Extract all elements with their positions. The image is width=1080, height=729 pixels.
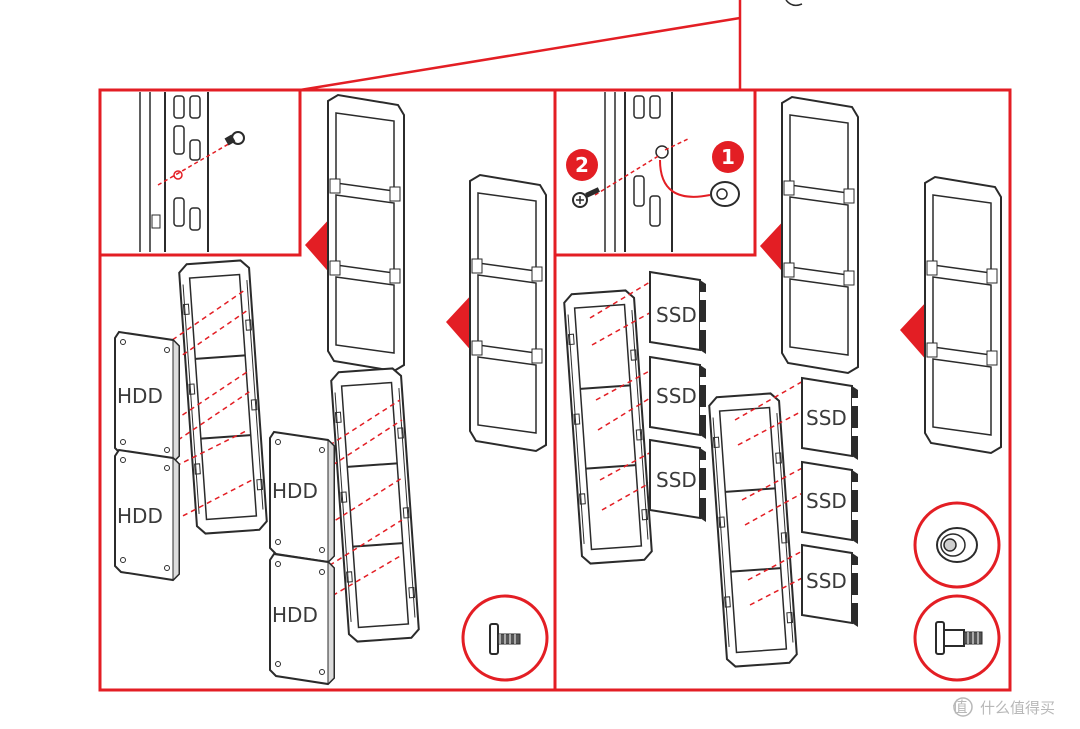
right-panel-ssd-installation: 1 2 bbox=[553, 88, 1012, 692]
ssd-drive-3: SSD bbox=[649, 439, 707, 523]
alignment-guides-right bbox=[589, 281, 809, 606]
drive-frame-lower bbox=[469, 174, 547, 452]
pc-case-rear-detail-icon bbox=[139, 92, 209, 252]
callout-connector-lines bbox=[299, 0, 803, 92]
left-panel-hdd-installation: HDD HDD HDD HDD bbox=[98, 88, 557, 692]
ssd-drive-4: SSD bbox=[801, 377, 859, 461]
svg-text:值: 值 bbox=[952, 698, 967, 716]
shoulder-screw-icon bbox=[913, 594, 1001, 682]
drive-frame-lower bbox=[924, 176, 1002, 454]
hdd-drive-4: HDD bbox=[269, 553, 335, 685]
hdd-drive-2: HDD bbox=[114, 449, 180, 581]
step-1-badge: 1 bbox=[712, 141, 744, 173]
hdd-label: HDD bbox=[117, 504, 163, 528]
ssd-drive-2: SSD bbox=[649, 356, 707, 440]
hdd-label: HDD bbox=[117, 384, 163, 408]
step-number: 2 bbox=[575, 153, 589, 177]
ssd-drive-5: SSD bbox=[801, 461, 859, 545]
watermark: 值 什么值得买 bbox=[952, 697, 1055, 717]
hdd-label: HDD bbox=[272, 603, 318, 627]
ssd-drive-6: SSD bbox=[801, 544, 859, 628]
grommet-callout-circle bbox=[913, 501, 1001, 589]
pc-case-rear-detail-icon bbox=[604, 92, 711, 252]
rubber-grommet-icon bbox=[710, 181, 740, 207]
step-number: 1 bbox=[721, 145, 735, 169]
alignment-guides-left bbox=[164, 289, 403, 601]
right-inset-case-detail: 1 2 bbox=[553, 88, 757, 257]
watermark-text: 什么值得买 bbox=[980, 699, 1055, 717]
drive-frame-upper bbox=[327, 94, 405, 372]
hdd-label: HDD bbox=[272, 479, 318, 503]
ssd-label: SSD bbox=[656, 468, 697, 492]
left-inset-case-detail bbox=[98, 88, 302, 257]
hdd-drive-icon: HDD bbox=[114, 331, 180, 463]
ssd-drive-icon: SSD bbox=[649, 271, 707, 355]
hdd-drive-3: HDD bbox=[269, 431, 335, 563]
ssd-label: SSD bbox=[806, 406, 847, 430]
screw-callout-circle bbox=[461, 594, 549, 682]
ssd-label: SSD bbox=[806, 569, 847, 593]
ssd-label: SSD bbox=[656, 384, 697, 408]
ssd-label: SSD bbox=[806, 489, 847, 513]
screw-icon bbox=[572, 187, 600, 208]
screw-icon bbox=[224, 131, 245, 146]
drive-frame-upper bbox=[781, 96, 859, 374]
step-2-badge: 2 bbox=[566, 149, 598, 181]
ssd-label: SSD bbox=[656, 303, 697, 327]
